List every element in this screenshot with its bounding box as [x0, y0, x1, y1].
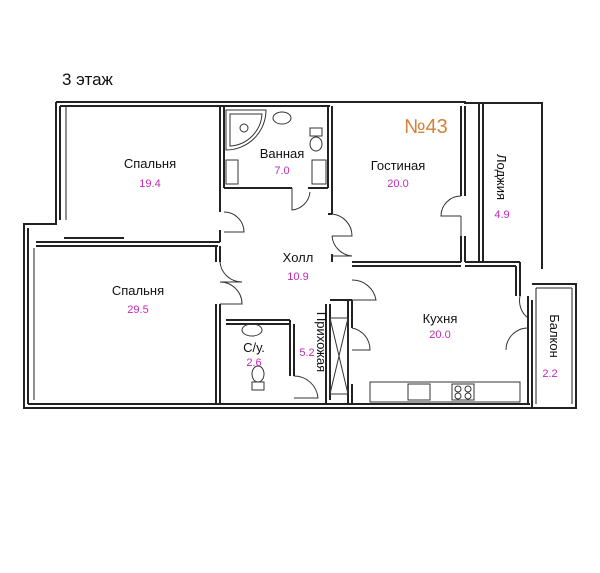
kitchen-door: [351, 279, 377, 301]
room-name: Ванная: [260, 146, 305, 161]
washer-icon: [311, 159, 327, 185]
room-area: 4.9: [494, 209, 509, 221]
room-area: 5.2: [299, 347, 314, 359]
sink-icon: [272, 111, 292, 125]
wardrobe-icon: [329, 317, 349, 395]
wc-door: [293, 375, 319, 399]
room-name: Спальня: [112, 283, 164, 298]
bedroom2-door: [219, 261, 243, 283]
room-name: Балкон: [547, 314, 562, 358]
stove-icon: [451, 383, 475, 401]
room-name: Прихожая: [314, 312, 329, 372]
bathtub-icon: [225, 109, 267, 151]
walls: [23, 101, 577, 409]
room-area: 10.9: [287, 271, 308, 283]
room-area: 19.4: [139, 178, 160, 190]
balcony-door: [519, 295, 529, 319]
room-name: Кухня: [423, 311, 458, 326]
outer-wall-left: [23, 102, 318, 409]
fixtures: [225, 109, 521, 403]
hall-door-right-top: [331, 213, 353, 237]
room-area: 2.2: [542, 368, 557, 380]
bathroom-door: [291, 188, 311, 211]
kitchen-counter-icon: [369, 381, 521, 403]
room-area: 7.0: [274, 165, 289, 177]
room-name: Спальня: [124, 156, 176, 171]
cabinet-icon: [225, 159, 239, 185]
room-name: Лоджия: [494, 154, 509, 200]
outer-wall: [56, 101, 543, 269]
room-area: 29.5: [127, 304, 148, 316]
room-name: Холл: [283, 250, 314, 265]
room-name: Гостиная: [371, 158, 426, 173]
wc-sink-icon: [241, 323, 263, 337]
doors: [219, 188, 529, 399]
apartment-number: №43: [404, 116, 448, 138]
room-labels: Спальня 19.4 Ванная 7.0 Гостиная 20.0 Ло…: [112, 146, 562, 380]
loggia-door: [440, 195, 462, 217]
room-name: С/у.: [243, 340, 265, 355]
room-area: 20.0: [429, 329, 450, 341]
room-area: 2.6: [246, 357, 261, 369]
room-area: 20.0: [387, 178, 408, 190]
floor-label: 3 этаж: [62, 70, 113, 89]
kitchen-sink-icon: [407, 383, 431, 401]
bedroom1-door: [223, 211, 245, 233]
toilet-icon: [309, 127, 323, 137]
